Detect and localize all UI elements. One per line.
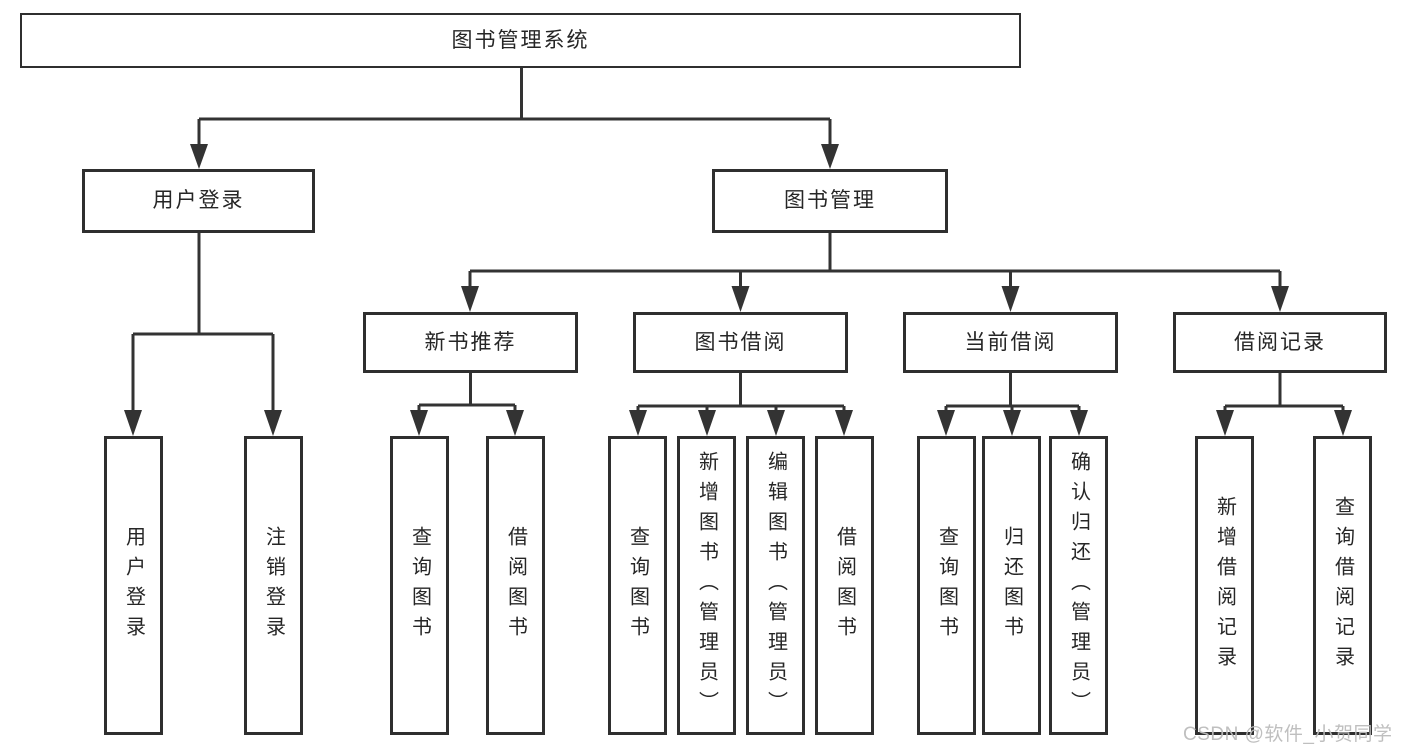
leaf-confirm-return-admin: 确认归还（管理员） [1049,436,1108,735]
leaf-add-borrow-record: 新增借阅记录 [1195,436,1254,735]
leaf-edit-book-admin: 编辑图书（管理员） [746,436,805,735]
leaf-return-books: 归还图书 [982,436,1041,735]
node-root: 图书管理系统 [20,13,1021,68]
leaf-query-books-current: 查询图书 [917,436,976,735]
leaf-query-books-borrow: 查询图书 [608,436,667,735]
leaf-add-book-admin: 新增图书（管理员） [677,436,736,735]
leaf-query-borrow-record: 查询借阅记录 [1313,436,1372,735]
node-book-borrow: 图书借阅 [633,312,848,373]
node-borrow-records: 借阅记录 [1173,312,1387,373]
leaf-logout: 注销登录 [244,436,303,735]
leaf-query-books-recommend: 查询图书 [390,436,449,735]
arrowheads [124,144,1352,436]
node-current-borrow: 当前借阅 [903,312,1118,373]
leaf-borrow-books-recommend: 借阅图书 [486,436,545,735]
node-user-login: 用户登录 [82,169,315,233]
watermark: CSDN @软件_小贺同学 [1183,724,1393,745]
node-book-management: 图书管理 [712,169,948,233]
node-new-book-recommend: 新书推荐 [363,312,578,373]
leaf-user-login: 用户登录 [104,436,163,735]
leaf-borrow-books: 借阅图书 [815,436,874,735]
